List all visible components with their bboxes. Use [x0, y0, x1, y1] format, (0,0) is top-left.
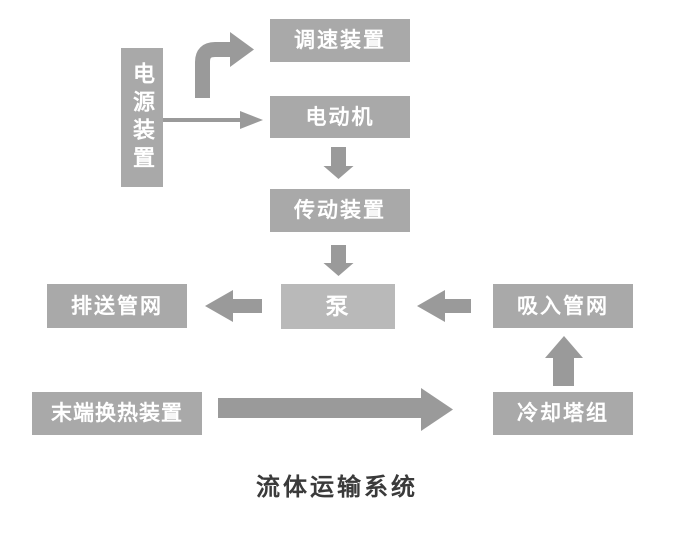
arrow-power-to-motor	[163, 111, 263, 129]
node-terminal-heat-exchanger: 末端换热装置	[32, 392, 202, 435]
node-discharge-pipe-network: 排送管网	[47, 284, 187, 328]
arrow-elbow-stem	[195, 42, 231, 98]
arrow-stem	[445, 299, 471, 313]
arrow-pump-to-discharge	[205, 290, 262, 322]
arrow-head-icon	[205, 290, 233, 322]
arrow-transmission-to-pump	[323, 245, 354, 276]
arrow-power-to-speed	[195, 32, 254, 98]
node-power-supply: 电源装置	[121, 48, 163, 187]
arrow-head-icon	[417, 290, 445, 322]
arrow-stem	[218, 398, 421, 418]
diagram-caption: 流体运输系统	[256, 475, 418, 501]
node-transmission-device: 传动装置	[270, 189, 410, 232]
arrow-cooling-to-suction	[545, 336, 583, 386]
arrow-stem	[331, 147, 346, 166]
arrow-head-icon	[545, 336, 583, 358]
node-electric-motor: 电动机	[270, 96, 410, 138]
arrow-head-icon	[323, 263, 354, 276]
node-speed-regulator: 调速装置	[270, 19, 410, 62]
arrow-terminal-to-cooling	[218, 388, 453, 431]
arrow-head-icon	[323, 166, 354, 179]
arrow-head-icon	[230, 32, 254, 67]
arrow-suction-to-pump	[417, 290, 471, 322]
node-pump: 泵	[281, 284, 395, 329]
arrow-stem	[233, 299, 262, 313]
arrow-stem	[553, 358, 574, 386]
arrow-stem	[331, 245, 346, 263]
arrow-head-icon	[240, 111, 263, 129]
node-suction-pipe-network: 吸入管网	[493, 284, 633, 328]
arrow-head-icon	[421, 388, 453, 431]
arrow-motor-to-transmission	[323, 147, 354, 179]
arrow-stem	[163, 118, 241, 122]
node-cooling-tower-group: 冷却塔组	[493, 392, 633, 435]
